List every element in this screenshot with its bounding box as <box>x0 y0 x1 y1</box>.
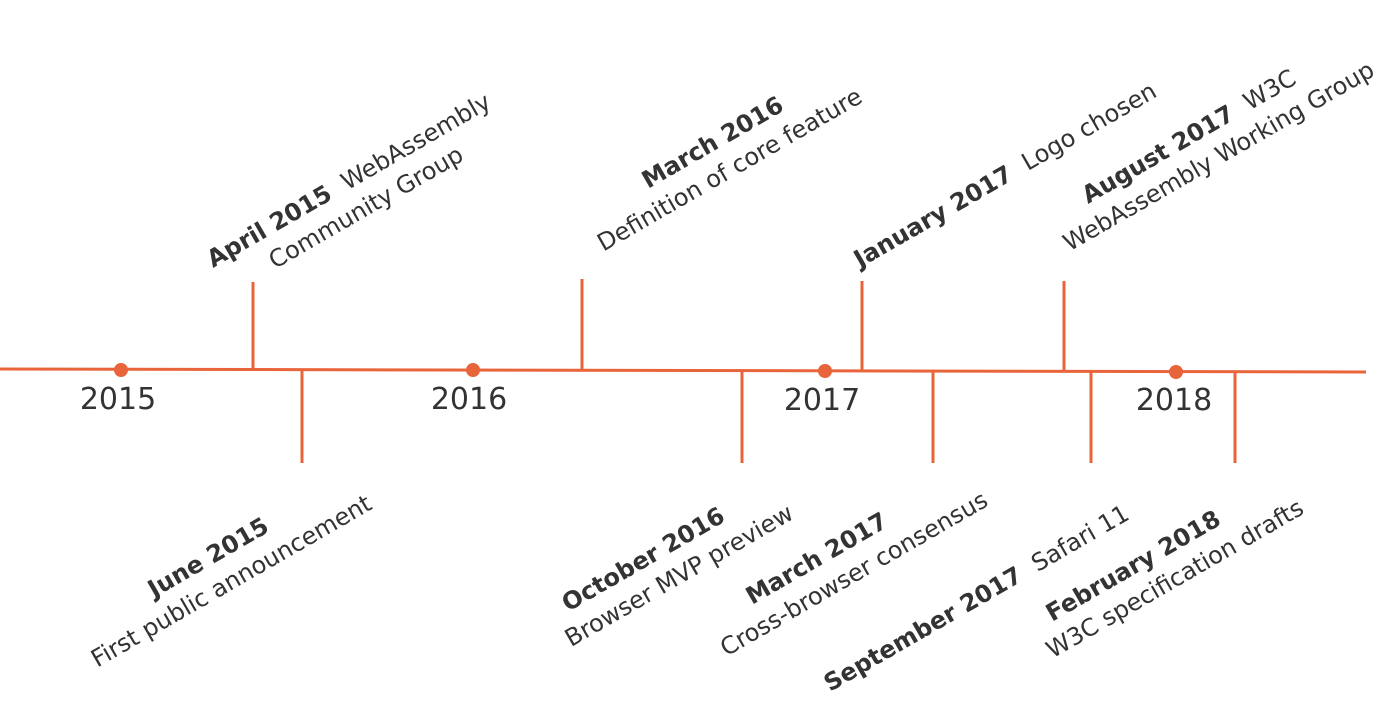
year-markers: 2015 2016 2017 2018 <box>80 363 1212 418</box>
timeline-axis <box>0 367 1367 374</box>
event-description: First public announcement <box>86 489 376 673</box>
event-label-august-2017: August 2017 W3C WebAssembly Working Grou… <box>1058 56 1379 257</box>
event-label-march-2017: March 2017 Cross-browser consensus <box>715 486 992 662</box>
event-label-february-2018: February 2018 W3C specification drafts <box>1041 494 1308 664</box>
year-label-2018: 2018 <box>1136 383 1212 418</box>
event-ticks <box>251 279 1237 463</box>
year-dot-2015 <box>114 363 128 377</box>
year-dot-2017 <box>818 364 832 378</box>
year-label-2015: 2015 <box>80 382 156 417</box>
event-label-march-2016: March 2016 Definition of core feature <box>592 82 867 257</box>
event-description: Definition of core feature <box>592 82 867 257</box>
svg-text:April 2015 WebAssembly: April 2015 WebAssembly <box>202 88 496 274</box>
event-label-april-2015: April 2015 WebAssembly Community Group <box>202 88 496 275</box>
year-label-2016: 2016 <box>431 382 507 417</box>
event-description: Cross-browser consensus <box>715 486 992 662</box>
event-description: WebAssembly Working Group <box>1058 56 1379 257</box>
year-dot-2016 <box>466 363 480 377</box>
event-date: January 2017 <box>847 160 1017 274</box>
event-labels: April 2015 WebAssembly Community Group J… <box>86 56 1379 698</box>
year-dot-2018 <box>1169 365 1183 379</box>
year-label-2017: 2017 <box>784 383 860 418</box>
event-label-june-2015: June 2015 First public announcement <box>86 489 376 673</box>
